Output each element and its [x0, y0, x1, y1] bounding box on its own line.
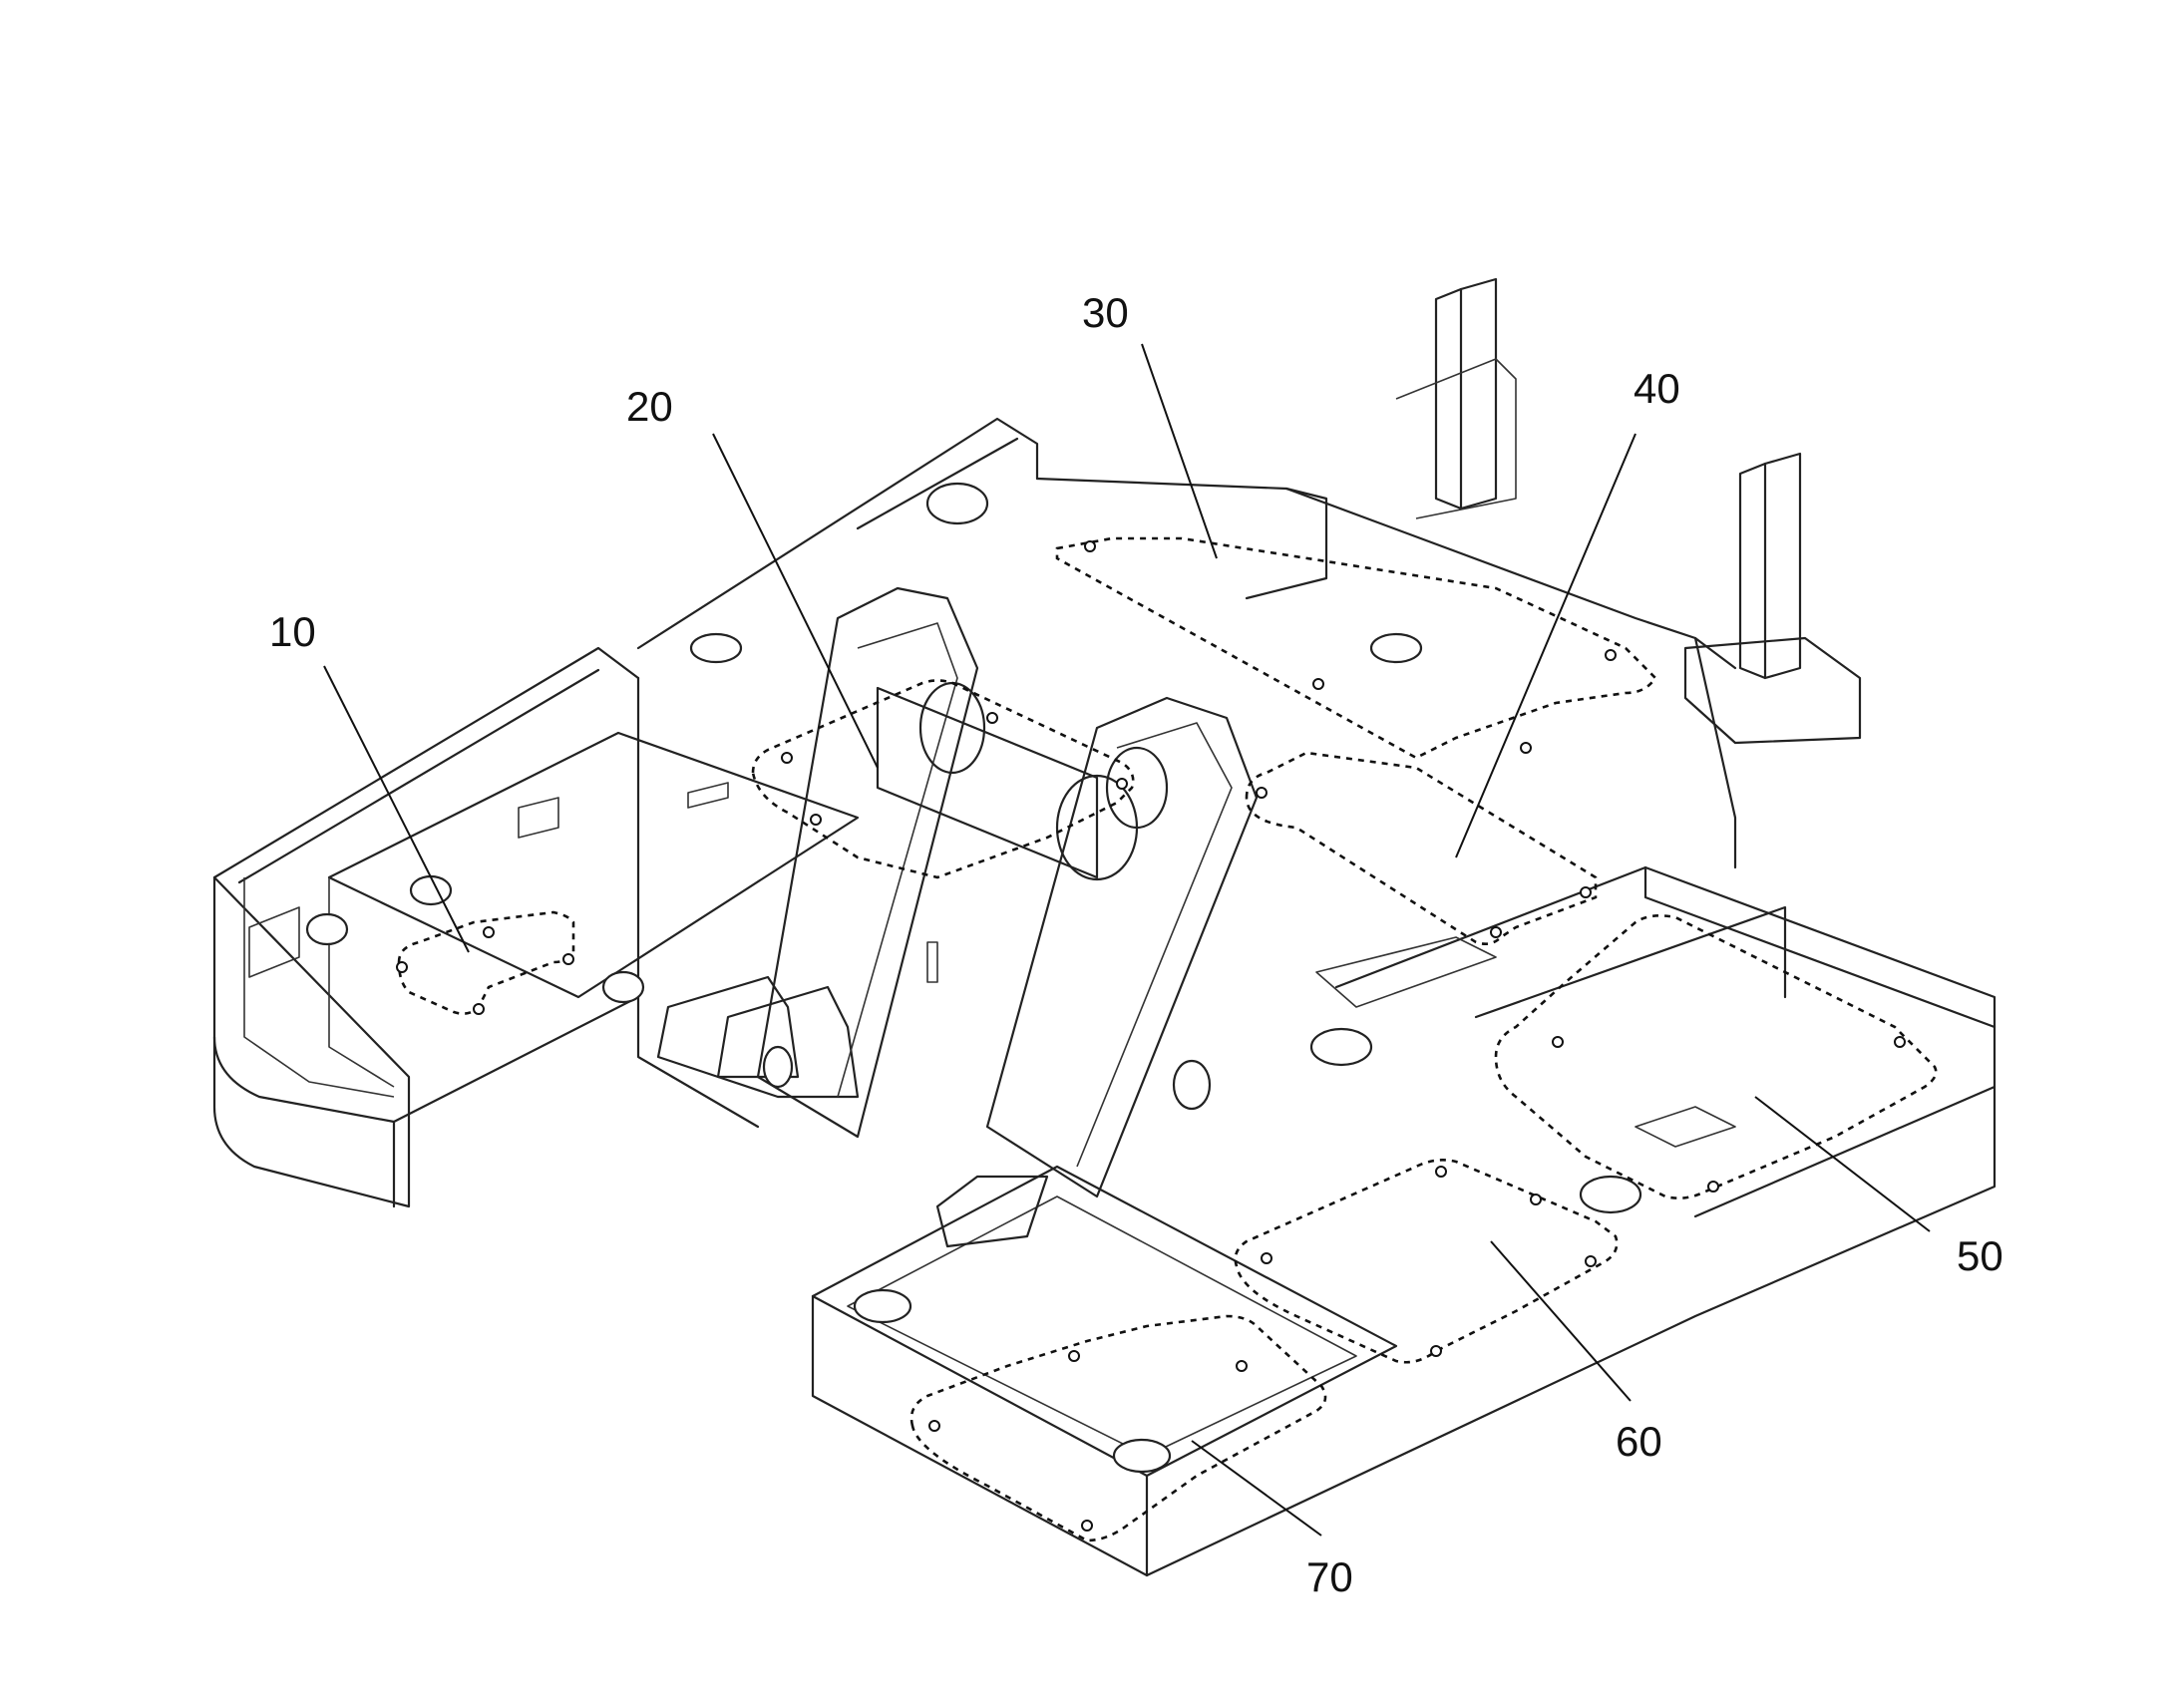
cover-outlines: [397, 536, 1938, 1542]
leader-20: [712, 433, 879, 769]
cover-outline-30: [1055, 536, 1657, 760]
cover-outline-70: [909, 1314, 1327, 1542]
label-20: 20: [626, 383, 673, 430]
cover-outline-40: [1245, 751, 1598, 945]
reference-numerals: 10 20 30 40 50 60 70: [269, 289, 2003, 1600]
label-70: 70: [1306, 1553, 1353, 1600]
frame-body: [212, 277, 1997, 1577]
leader-70: [1191, 1440, 1322, 1537]
cover-outline-60: [1234, 1159, 1619, 1364]
label-30: 30: [1082, 289, 1129, 336]
leader-10: [323, 665, 470, 953]
leader-50: [1754, 1096, 1931, 1232]
leader-60: [1490, 1240, 1632, 1402]
cover-outline-20: [751, 679, 1135, 879]
label-50: 50: [1957, 1232, 2003, 1279]
label-60: 60: [1616, 1418, 1662, 1465]
leader-lines: [323, 343, 1931, 1537]
bolt-markers: [396, 540, 1906, 1532]
leader-30: [1141, 343, 1218, 559]
leader-40: [1455, 433, 1636, 858]
label-10: 10: [269, 608, 316, 655]
label-40: 40: [1634, 365, 1680, 412]
cover-outline-50: [1494, 914, 1938, 1199]
